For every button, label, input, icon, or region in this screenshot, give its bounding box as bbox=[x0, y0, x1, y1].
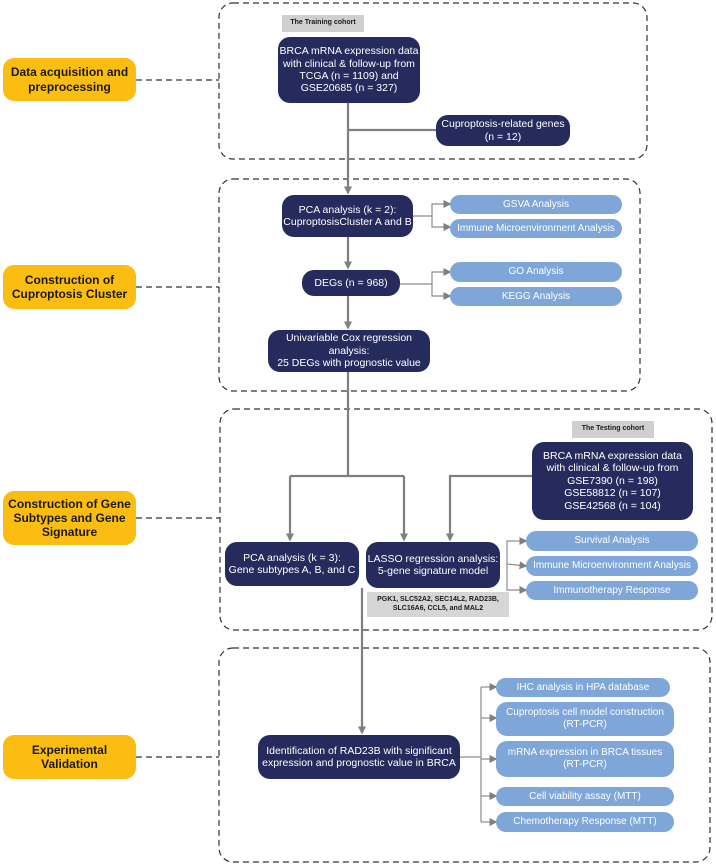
node-brca-testing: BRCA mRNA expression data with clinical … bbox=[532, 442, 693, 520]
node-pca-subtypes: PCA analysis (k = 3): Gene subtypes A, B… bbox=[225, 542, 359, 586]
tag-testing-cohort: The Testing cohort bbox=[572, 421, 654, 438]
connector-pca-branch bbox=[413, 200, 452, 217]
stage-data-acquisition: Data acquisition and preprocessing bbox=[3, 58, 136, 101]
analysis-cell-model: Cuproptosis cell model construction (RT-… bbox=[496, 702, 674, 736]
section-frame-data-acquisition bbox=[218, 2, 648, 160]
analysis-kegg: KEGG Analysis bbox=[450, 287, 622, 306]
connector-lasso-branch-3 bbox=[506, 564, 528, 594]
stage-experimental: Experimental Validation bbox=[3, 735, 136, 779]
tag-training-cohort: The Training cohort bbox=[282, 15, 364, 32]
analysis-ihc: IHC analysis in HPA database bbox=[496, 678, 670, 697]
analysis-chemotherapy: Chemotherapy Response (MTT) bbox=[496, 812, 674, 832]
node-lasso: LASSO regression analysis: 5-gene signat… bbox=[366, 542, 500, 588]
connector-lasso-branch bbox=[506, 537, 528, 564]
connector-lasso-branch-2 bbox=[506, 561, 528, 570]
node-cuproptosis-genes: Cuproptosis-related genes (n = 12) bbox=[436, 115, 570, 146]
connector-pca-branch-2 bbox=[431, 216, 452, 231]
analysis-mrna-expression: mRNA expression in BRCA tissues (RT-PCR) bbox=[496, 741, 674, 777]
analysis-gsva: GSVA Analysis bbox=[450, 195, 622, 214]
connector-degs-branch bbox=[400, 268, 452, 285]
analysis-go: GO Analysis bbox=[450, 262, 622, 282]
node-brca-training: BRCA mRNA expression data with clinical … bbox=[278, 37, 420, 103]
stage-gene-subtypes: Construction of Gene Subtypes and Gene S… bbox=[3, 491, 136, 545]
section-frame-experimental bbox=[218, 647, 711, 863]
node-pca-cluster: PCA analysis (k = 2): CuproptosisCluster… bbox=[282, 195, 413, 237]
stage-construction-cluster: Construction of Cuproptosis Cluster bbox=[3, 265, 136, 309]
arrow-testing-to-lasso bbox=[446, 474, 532, 542]
node-univariable-cox: Univariable Cox regression analysis: 25 … bbox=[268, 330, 430, 372]
connector-degs-branch-2 bbox=[431, 284, 452, 300]
analysis-survival: Survival Analysis bbox=[526, 531, 698, 551]
node-degs: DEGs (n = 968) bbox=[302, 270, 400, 296]
gene-signature-list: PGK1, SLC52A2, SEC14L2, RAD23B, SLC16A6,… bbox=[367, 592, 509, 617]
analysis-immunotherapy: Immunotherapy Response bbox=[526, 581, 698, 600]
analysis-immune-micro-2: Immune Microenvironment Analysis bbox=[526, 556, 698, 576]
analysis-cell-viability: Cell viability assay (MTT) bbox=[496, 787, 674, 806]
section-frame-gene-subtypes bbox=[219, 408, 713, 631]
node-rad23b: Identification of RAD23B with significan… bbox=[258, 735, 460, 779]
analysis-immune-micro-1: Immune Microenvironment Analysis bbox=[450, 219, 622, 238]
